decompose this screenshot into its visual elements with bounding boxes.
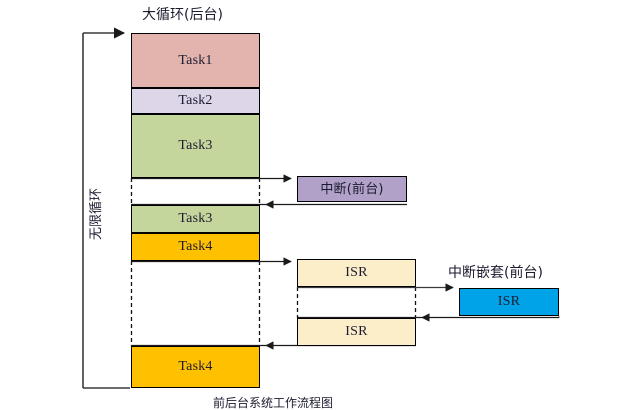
block-task3-first: Task3 — [131, 114, 260, 178]
main-loop-title: 大循环(后台) — [142, 7, 223, 23]
block-task3-resumed: Task3 — [131, 205, 260, 233]
block-isr-nested: ISR — [459, 288, 559, 316]
block-task4-resumed: Task4 — [131, 346, 260, 388]
diagram-caption: 前后台系统工作流程图 — [213, 396, 334, 410]
block-task4-first: Task4 — [131, 233, 260, 261]
block-task2: Task2 — [131, 88, 260, 114]
block-isr-bottom: ISR — [297, 318, 416, 346]
nested-interrupt-title: 中断嵌套(前台) — [448, 265, 543, 281]
block-task1: Task1 — [131, 33, 260, 88]
block-interrupt-foreground: 中断(前台) — [297, 176, 407, 202]
block-isr-top: ISR — [297, 259, 416, 287]
infinite-loop-label: 无限循环 — [89, 187, 104, 240]
